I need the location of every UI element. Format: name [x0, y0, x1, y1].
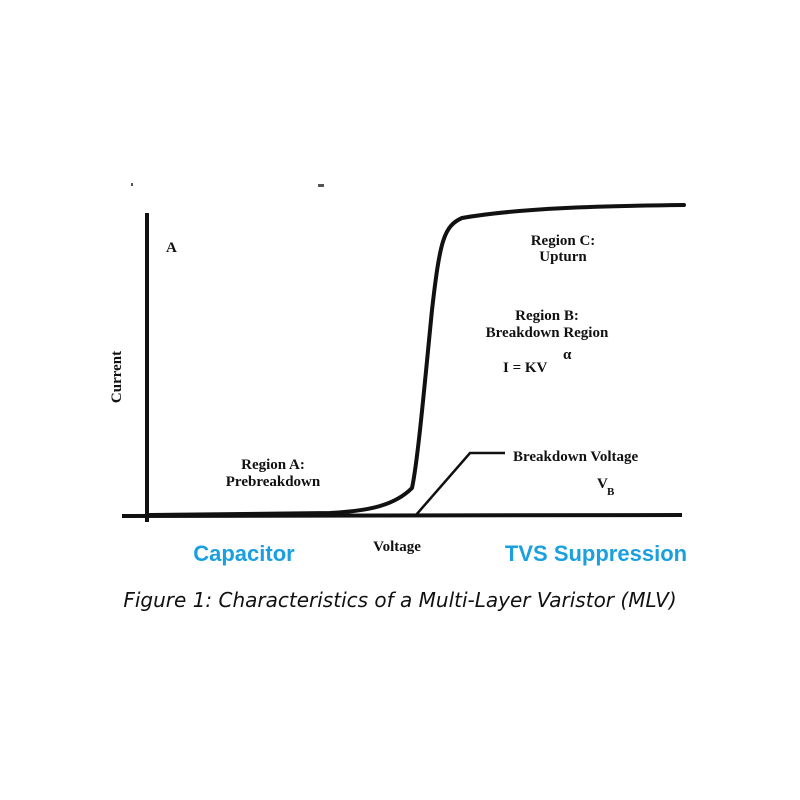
region-b-desc: Breakdown Region [486, 325, 609, 341]
region-a-title: Region A: [241, 457, 305, 473]
region-c-desc: Upturn [539, 249, 587, 265]
scan-artifact [131, 183, 133, 186]
vb-subscript: B [607, 486, 615, 498]
corner-mark: A [166, 240, 177, 256]
figure-caption: Figure 1: Characteristics of a Multi-Lay… [123, 588, 676, 612]
capacitor-zone-label: Capacitor [193, 541, 295, 566]
scan-artifact [318, 184, 324, 187]
region-b-title: Region B: [515, 308, 579, 324]
x-axis-label: Voltage [373, 539, 421, 555]
region-a-desc: Prebreakdown [226, 474, 321, 490]
region-c-title: Region C: [531, 233, 596, 249]
y-axis-label: Current [109, 351, 125, 403]
tvs-suppression-zone-label: TVS Suppression [505, 541, 687, 566]
vb-symbol: V [597, 476, 608, 492]
iv-curve [148, 203, 686, 517]
breakdown-voltage-label: Breakdown Voltage [513, 449, 639, 465]
region-b-exponent: α [563, 347, 572, 363]
breakdown-leader-line [415, 451, 505, 516]
region-b-formula: I = KV [503, 360, 548, 376]
